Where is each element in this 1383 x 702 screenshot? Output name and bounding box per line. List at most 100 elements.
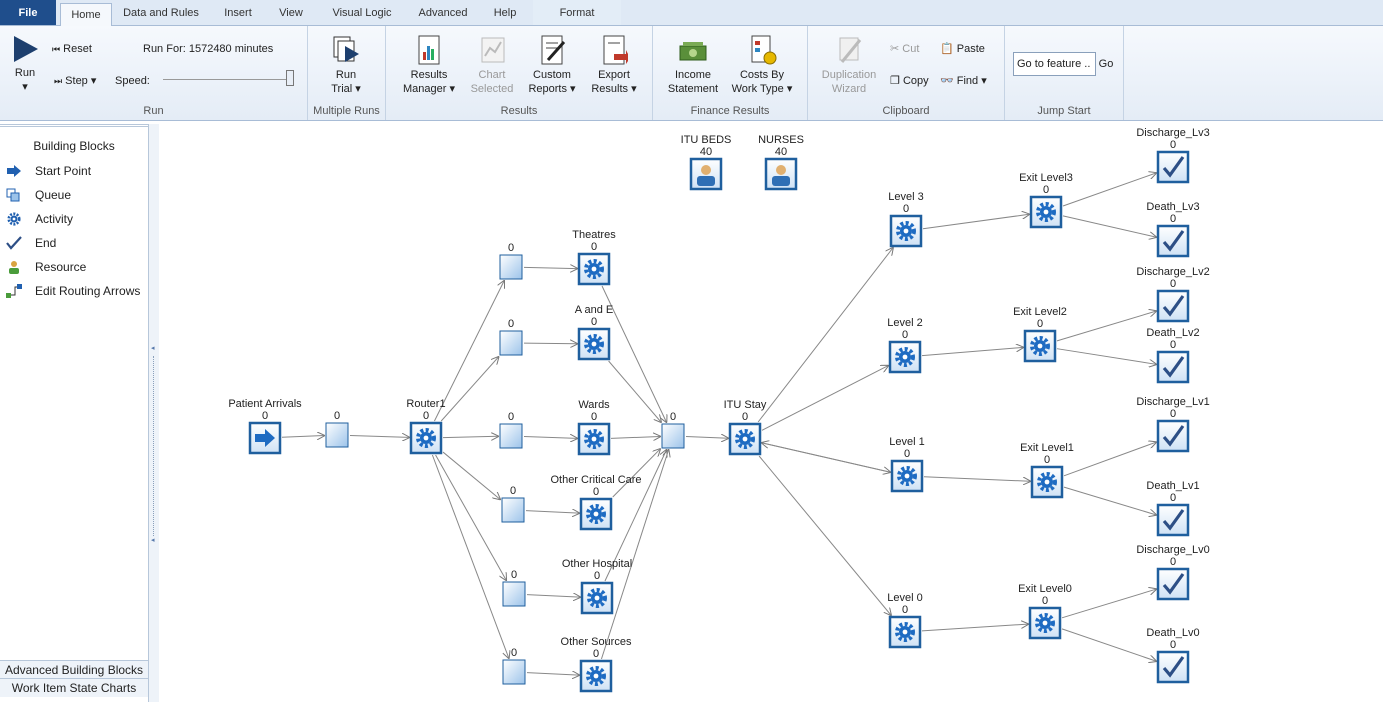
speed-slider-thumb[interactable]	[286, 70, 294, 86]
activity-block-exit0[interactable]	[1028, 606, 1062, 640]
routing-arrow-other_hosp-to-q_itu[interactable]	[604, 450, 666, 582]
activity-block-theatres[interactable]	[577, 252, 611, 286]
resource-block-nurses[interactable]	[764, 157, 798, 191]
routing-arrow-theatres-to-q_itu[interactable]	[601, 285, 666, 422]
activity-block-router1[interactable]	[409, 421, 443, 455]
activity-block-exit2[interactable]	[1023, 329, 1057, 363]
routing-arrow-exit1-to-dis1[interactable]	[1063, 442, 1156, 477]
queue-block-q-oh[interactable]	[502, 581, 526, 607]
tab-advanced[interactable]: Advanced	[418, 7, 468, 19]
routing-arrow-level3-to-exit3[interactable]	[922, 214, 1029, 230]
activity-block-other-src[interactable]	[579, 659, 613, 693]
routing-arrow-level0-to-exit0[interactable]	[921, 624, 1028, 632]
routing-arrow-router1-to-q_oc[interactable]	[442, 451, 500, 499]
routing-arrow-itu_stay-to-level0[interactable]	[758, 455, 891, 615]
find-button[interactable]: 👓 Find ▾	[940, 75, 987, 87]
routing-arrow-exit3-to-death3[interactable]	[1062, 215, 1156, 237]
routing-arrow-exit0-to-dis0[interactable]	[1061, 589, 1156, 619]
resource-block-itu-beds[interactable]	[689, 157, 723, 191]
routing-arrow-level2-to-exit2[interactable]	[921, 347, 1023, 357]
routing-arrow-router1-to-q_th[interactable]	[434, 281, 504, 422]
routing-arrow-patient_arrivals-to-q_in[interactable]	[281, 436, 324, 438]
queue-block-q-wa[interactable]	[499, 423, 523, 449]
cut-button[interactable]: ✂ Cut	[890, 42, 930, 56]
start-block-patient-arrivals[interactable]	[248, 421, 282, 455]
activity-block-wards[interactable]	[577, 422, 611, 456]
run-button[interactable]: Run▾	[8, 34, 42, 94]
activity-block-itu-stay[interactable]	[728, 422, 762, 456]
routing-arrow-q_itu-to-itu_stay[interactable]	[685, 437, 728, 439]
routing-arrow-level1-to-exit1[interactable]	[923, 476, 1030, 482]
panel-splitter[interactable]: ◂ ◂	[149, 124, 159, 702]
routing-arrow-exit3-to-dis3[interactable]	[1062, 173, 1156, 207]
reset-button[interactable]: ⏮ Reset	[52, 42, 104, 56]
go-button[interactable]: Go	[1098, 58, 1114, 70]
routing-arrow-q_wa-to-wards[interactable]	[523, 436, 577, 438]
end-block-dis0[interactable]	[1156, 567, 1190, 601]
goto-feature-input[interactable]: Go to feature ..	[1013, 52, 1096, 76]
routing-arrow-q_oh-to-other_hosp[interactable]	[526, 595, 580, 598]
activity-block-level1[interactable]	[890, 459, 924, 493]
tab-insert[interactable]: Insert	[224, 7, 252, 19]
end-block-death3[interactable]	[1156, 224, 1190, 258]
activity-block-exit1[interactable]	[1030, 465, 1064, 499]
end-block-death1[interactable]	[1156, 503, 1190, 537]
routing-arrow-q_th-to-theatres[interactable]	[523, 267, 577, 268]
routing-arrow-q_os-to-other_src[interactable]	[526, 673, 579, 676]
activity-block-other-hosp[interactable]	[580, 581, 614, 615]
routing-arrow-q_in-to-router1[interactable]	[349, 435, 409, 437]
queue-block-q-in[interactable]	[325, 422, 349, 448]
routing-arrow-exit0-to-death0[interactable]	[1061, 628, 1156, 661]
copy-button[interactable]: ❐ Copy	[890, 74, 938, 88]
activity-block-level3[interactable]	[889, 214, 923, 248]
tab-format[interactable]: Format	[533, 0, 621, 25]
end-block-death0[interactable]	[1156, 650, 1190, 684]
routing-arrow-router1-to-q_wa[interactable]	[442, 436, 498, 437]
tab-help[interactable]: Help	[493, 7, 517, 19]
activity-block-ae[interactable]	[577, 327, 611, 361]
queue-block-q-itu[interactable]	[661, 423, 685, 449]
routing-arrow-level1-to-itu_stay[interactable]	[762, 443, 891, 473]
end-block-dis1[interactable]	[1156, 419, 1190, 453]
routing-arrow-exit2-to-death2[interactable]	[1056, 348, 1156, 365]
work-item-state-charts-tab[interactable]: Work Item State Charts	[0, 678, 148, 697]
queue-block-q-oc[interactable]	[501, 497, 525, 523]
routing-arrow-router1-to-q_oh[interactable]	[435, 454, 507, 580]
routing-arrow-wards-to-q_itu[interactable]	[610, 436, 660, 438]
routing-arrow-q_oc-to-other_cc[interactable]	[525, 511, 579, 514]
advanced-building-blocks-tab[interactable]: Advanced Building Blocks	[0, 660, 148, 679]
queue-block-q-th[interactable]	[499, 254, 523, 280]
activity-block-other-cc[interactable]	[579, 497, 613, 531]
routing-arrow-q_ae-to-ae[interactable]	[523, 343, 577, 344]
speed-slider[interactable]	[163, 79, 291, 80]
routing-arrow-exit2-to-dis2[interactable]	[1056, 311, 1156, 342]
queue-block-q-ae[interactable]	[499, 330, 523, 356]
routing-arrow-ae-to-q_itu[interactable]	[608, 360, 661, 422]
routing-arrow-exit1-to-death1[interactable]	[1063, 486, 1156, 515]
tab-home[interactable]: Home	[60, 3, 112, 27]
queue-block-q-os[interactable]	[502, 659, 526, 685]
step-button[interactable]: ⏭ Step ▾	[54, 75, 97, 87]
routing-arrow-other_cc-to-q_itu[interactable]	[612, 449, 660, 498]
activity-block-exit3[interactable]	[1029, 195, 1063, 229]
routing-arrow-other_src-to-q_itu[interactable]	[600, 450, 668, 660]
paste-button[interactable]: 📋 Paste	[940, 42, 992, 56]
end-block-death2[interactable]	[1156, 350, 1190, 384]
routing-arrow-router1-to-q_os[interactable]	[431, 454, 508, 658]
routing-arrow-itu_stay-to-level2[interactable]	[761, 366, 888, 431]
tab-data-and-rules[interactable]: Data and Rules	[123, 7, 199, 19]
activity-block-level2[interactable]	[888, 340, 922, 374]
routing-arrow-router1-to-q_ae[interactable]	[440, 357, 498, 422]
routing-arrow-itu_stay-to-level3[interactable]	[757, 248, 893, 423]
tab-visual-logic[interactable]: Visual Logic	[332, 7, 392, 19]
end-block-dis3[interactable]	[1156, 150, 1190, 184]
